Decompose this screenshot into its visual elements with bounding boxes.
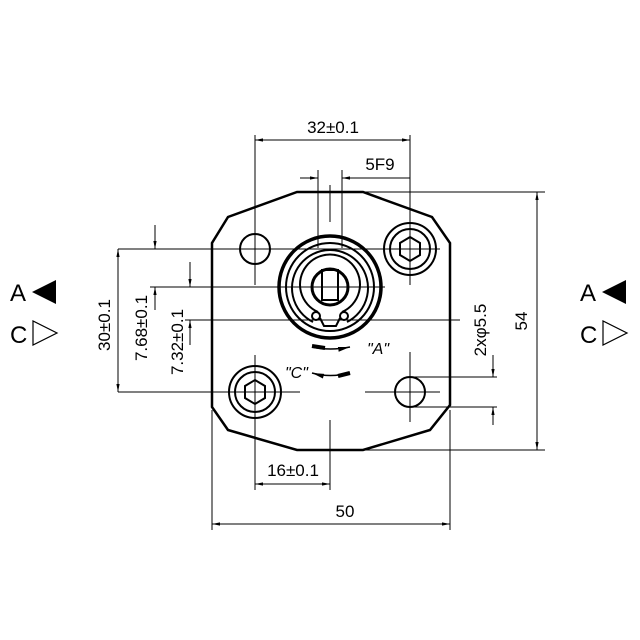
- dim-bolt-spacing-width: 32±0.1: [307, 118, 359, 137]
- center-lines: [118, 135, 545, 530]
- arrow-filled-icon: [32, 280, 56, 304]
- shaft-seal: [277, 234, 383, 340]
- dim-overall-width: 50: [336, 502, 355, 521]
- hex-bolt: [383, 222, 437, 276]
- legend-right-c: C: [580, 322, 597, 349]
- mounting-hole: [239, 233, 271, 265]
- dim-bolt-spacing-height: 30±0.1: [95, 299, 114, 351]
- dim-half-spacing: 16±0.1: [267, 461, 319, 480]
- hex-bolt: [228, 365, 282, 419]
- arrow-outline-icon: [32, 320, 59, 346]
- rotation-label-c: "C": [285, 365, 309, 382]
- mounting-hole: [394, 376, 426, 408]
- legend-left-a: A: [10, 280, 26, 307]
- dim-upper-offset: 7.68±0.1: [132, 295, 151, 361]
- dim-keyway: 5F9: [365, 155, 394, 174]
- dim-overall-height: 54: [512, 312, 531, 331]
- legend-right-a: A: [580, 280, 596, 307]
- arrow-outline-icon: [602, 320, 629, 346]
- arrow-filled-icon: [602, 280, 626, 304]
- legend-left-c: C: [10, 322, 27, 349]
- rotation-label-a: "A": [367, 341, 390, 358]
- dim-hole-diameter: 2xφ5.5: [471, 304, 490, 357]
- dim-lower-offset: 7.32±0.1: [168, 309, 187, 375]
